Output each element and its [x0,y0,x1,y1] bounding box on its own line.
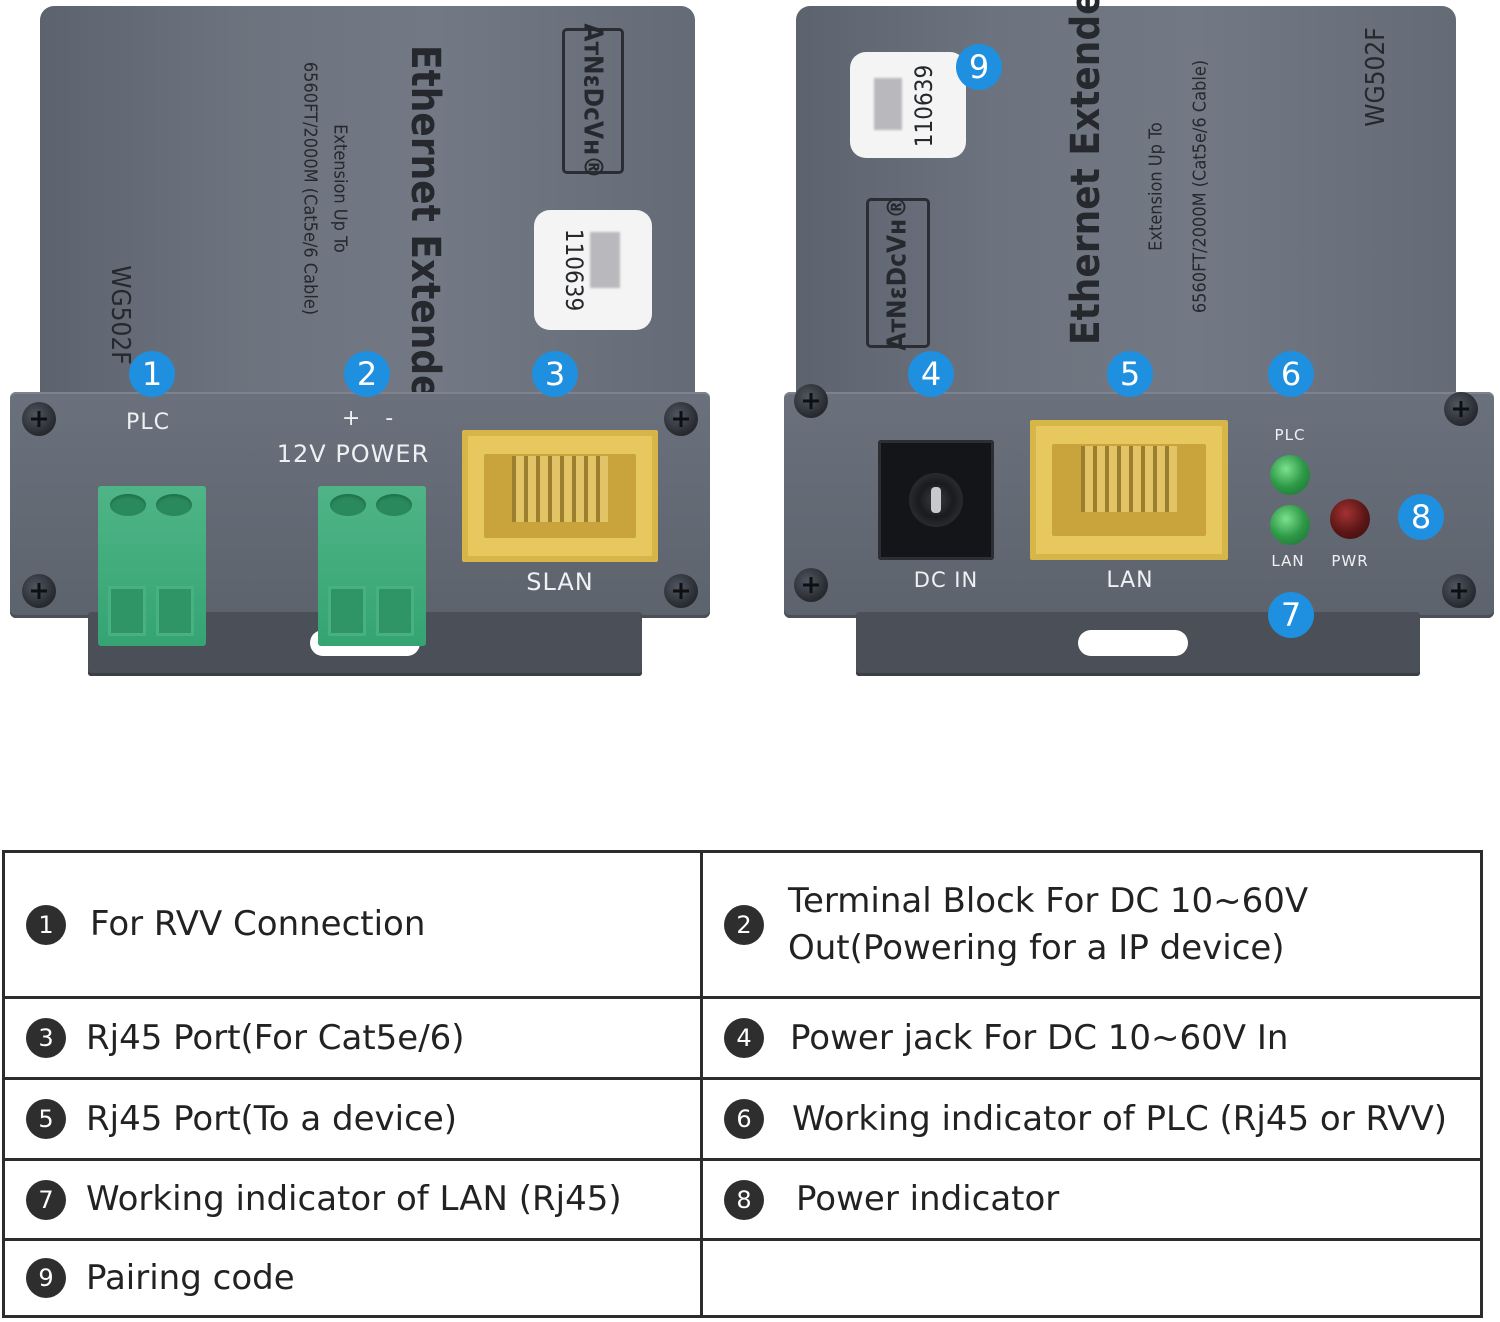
legend-cell: 6 Working indicator of PLC (Rj45 or RVV) [703,1080,1480,1158]
legend-text: Power jack For DC 10~60V In [790,1017,1289,1058]
table-row: 5 Rj45 Port(To a device) 6 Working indic… [5,1080,1480,1161]
legend-text: Rj45 Port(To a device) [86,1098,457,1139]
plc-terminal-block[interactable] [98,486,206,646]
left-sticker-blur [590,232,620,288]
legend-cell: 3 Rj45 Port(For Cat5e/6) [5,999,703,1077]
screw-icon [22,402,56,436]
right-device: 110639 AтNεDcVн® Ethernet Extender Exten… [760,0,1500,700]
right-brand-logo: AтNεDcVн® [866,195,930,351]
left-device: AтNεDcVн® Ethernet Extender Extension Up… [0,0,740,700]
legend-number: 4 [724,1018,764,1058]
legend-text: Pairing code [86,1257,295,1298]
left-sticker-code: 110639 [560,228,588,312]
screw-icon [22,574,56,608]
callout-badge: 4 [908,351,954,397]
legend-text: Working indicator of LAN (Rj45) [86,1179,622,1219]
legend-cell: 2 Terminal Block For DC 10~60V Out(Power… [703,853,1480,996]
table-row: 1 For RVV Connection 2 Terminal Block Fo… [5,853,1480,999]
table-row: 9 Pairing code [5,1241,1480,1315]
lan-indicator-led [1270,505,1310,545]
callout-badge: 8 [1398,494,1444,540]
legend-number: 9 [26,1258,66,1298]
left-subtitle-line1: Extension Up To [329,124,351,253]
dc-in-label: DC IN [913,568,979,592]
right-mounting-slot [1078,630,1188,656]
legend-cell: 7 Working indicator of LAN (Rj45) [5,1161,703,1238]
right-subtitle-line1: Extension Up To [1145,122,1167,251]
legend-text: For RVV Connection [90,904,426,944]
right-pairing-sticker: 110639 [850,52,966,158]
left-model-label: WG502F [105,265,135,365]
slan-rj45-port[interactable] [462,430,658,562]
screw-icon [1444,392,1478,426]
table-row: 7 Working indicator of LAN (Rj45) 8 Powe… [5,1161,1480,1241]
screw-icon [1442,574,1476,608]
pwr-indicator-led [1330,499,1370,539]
led-pwr-label: PWR [1331,552,1369,570]
plc-indicator-led [1270,455,1310,495]
left-device-top-cover [40,6,695,396]
legend-number: 2 [724,904,764,945]
legend-text: Rj45 Port(For Cat5e/6) [86,1017,465,1058]
right-sticker-blur [874,78,902,130]
legend-cell-empty [703,1241,1480,1315]
plc-port-label: PLC [126,410,170,435]
callout-badge: 7 [1268,592,1314,638]
right-model-label: WG502F [1361,27,1391,127]
callout-badge: 5 [1107,351,1153,397]
callout-badge: 3 [532,351,578,397]
lan-port-label: LAN [1106,568,1154,593]
screw-icon [794,384,828,418]
product-photo: AтNεDcVн® Ethernet Extender Extension Up… [0,0,1500,740]
callout-badge: 1 [129,351,175,397]
legend-cell: 9 Pairing code [5,1241,703,1315]
screw-icon [664,574,698,608]
screw-icon [664,402,698,436]
table-row: 3 Rj45 Port(For Cat5e/6) 4 Power jack Fo… [5,999,1480,1080]
callout-badge: 6 [1268,351,1314,397]
legend-number: 5 [26,1099,66,1139]
legend-text: Working indicator of PLC (Rj45 or RVV) [792,1098,1448,1139]
legend-cell: 4 Power jack For DC 10~60V In [703,999,1480,1077]
legend-text: Power indicator [796,1179,1060,1219]
right-title: Ethernet Extender [1063,0,1109,345]
slan-port-label: SLAN [526,568,594,596]
left-subtitle-line2: 6560FT/2000M (Cat5e/6 Cable) [299,61,321,316]
led-lan-label: LAN [1271,552,1305,570]
legend-cell: 1 For RVV Connection [5,853,703,996]
screw-icon [794,568,828,602]
power-terminal-block[interactable] [318,486,426,646]
legend-number: 6 [724,1099,764,1139]
lan-rj45-port[interactable] [1030,420,1228,560]
led-plc-label: PLC [1274,426,1306,444]
right-mounting-bracket [856,612,1420,676]
legend-number: 7 [26,1179,66,1220]
left-brand-logo: AтNεDcVн® [562,23,624,179]
legend-number: 8 [724,1179,764,1220]
dc-in-power-jack[interactable] [878,440,994,560]
callout-badge: 9 [956,44,1002,90]
legend-cell: 5 Rj45 Port(To a device) [5,1080,703,1158]
left-pairing-sticker: 110639 [534,210,652,330]
right-sticker-code: 110639 [910,64,938,148]
callout-badge: 2 [344,351,390,397]
polarity-label: + - [341,406,395,431]
legend-number: 1 [26,904,66,945]
legend-cell: 8 Power indicator [703,1161,1480,1238]
legend-number: 3 [26,1018,66,1058]
legend-text: Terminal Block For DC 10~60V Out(Powerin… [788,880,1309,968]
right-subtitle-line2: 6560FT/2000M (Cat5e/6 Cable) [1189,59,1211,314]
legend-table: 1 For RVV Connection 2 Terminal Block Fo… [2,850,1483,1318]
left-title: Ethernet Extender [402,45,448,418]
power-port-label: 12V POWER [276,440,430,468]
